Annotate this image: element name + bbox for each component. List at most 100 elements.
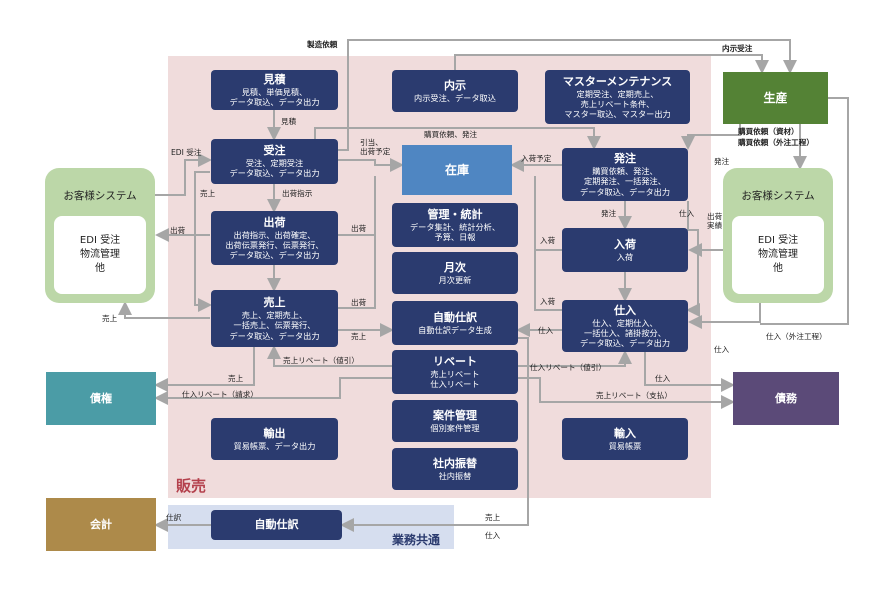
anken-box[interactable]: 案件管理 個別案件管理 bbox=[392, 400, 518, 442]
label-uriage-rebate-neb: 売上リベート（値引） bbox=[283, 356, 359, 365]
jidou-title: 自動仕訳 bbox=[433, 311, 477, 324]
kanri-desc: データ集計、統計分析、 予算、日報 bbox=[409, 221, 501, 242]
shukka-title: 出荷 bbox=[263, 215, 286, 229]
label-uriage-e: 売上 bbox=[228, 374, 244, 383]
getsuji-title: 月次 bbox=[444, 261, 466, 274]
label-uriage-c: 売上 bbox=[102, 314, 118, 323]
nyuka-title: 入荷 bbox=[614, 238, 636, 251]
shiire-box[interactable]: 仕入 仕入、定期仕入、 一括仕入、諸掛按分、 データ取込、データ出力 bbox=[562, 300, 688, 352]
shanai-box[interactable]: 社内振替 社内振替 bbox=[392, 448, 518, 490]
anken-title: 案件管理 bbox=[433, 409, 477, 422]
naiji-title: 内示 bbox=[444, 79, 466, 92]
label-seizou: 製造依頼 bbox=[307, 40, 338, 49]
saimu-box[interactable]: 債務 bbox=[733, 372, 839, 425]
label-hatchu-r: 発注 bbox=[714, 157, 730, 166]
master-desc: 定期受注、定期売上、 売上リベート条件、 マスター取込、マスター出力 bbox=[564, 88, 671, 120]
sales-region-label: 販売 bbox=[176, 477, 207, 495]
shukka-desc: 出荷指示、出荷確定、 出荷伝票発行、伝票発行、 データ取込、データ出力 bbox=[225, 229, 324, 261]
yushutsu-title: 輸出 bbox=[263, 427, 286, 440]
label-mitsumori-arrow: 見積 bbox=[281, 117, 297, 126]
label-kobai-hatchu: 購買依頼、発注 bbox=[424, 130, 478, 139]
jidou-desc: 自動仕訳データ生成 bbox=[418, 324, 492, 335]
naiji-box[interactable]: 内示 内示受注、データ取込 bbox=[392, 70, 518, 112]
uriage-title: 売上 bbox=[263, 296, 286, 310]
mitsumori-title: 見積 bbox=[263, 72, 286, 86]
jidou2-box[interactable]: 自動仕訳 bbox=[211, 510, 342, 540]
label-edi-juchu: EDI 受注 bbox=[171, 148, 202, 157]
seisan-title: 生産 bbox=[763, 90, 788, 105]
getsuji-box[interactable]: 月次 月次更新 bbox=[392, 252, 518, 294]
rebate-box[interactable]: リベート 売上リベート 仕入リベート bbox=[392, 350, 518, 394]
customer-system-right-body: EDI 受注 物流管理 他 bbox=[732, 216, 824, 294]
jidou-box[interactable]: 自動仕訳 自動仕訳データ生成 bbox=[392, 301, 518, 345]
customer-system-right-title: お客様システム bbox=[741, 190, 815, 202]
yunyu-title: 輸入 bbox=[614, 427, 636, 440]
rebate-title: リベート bbox=[433, 354, 477, 368]
label-kobai-shizai: 購買依頼（資材） bbox=[738, 127, 799, 136]
label-naiji-juchu: 内示受注 bbox=[722, 44, 753, 53]
juchu-title: 受注 bbox=[263, 144, 286, 158]
label-nyuka-b: 入荷 bbox=[540, 297, 556, 306]
shanai-desc: 社内振替 bbox=[438, 470, 472, 481]
label-shukka-a: 出荷 bbox=[170, 226, 186, 235]
customer-system-left-body: EDI 受注 物流管理 他 bbox=[54, 216, 146, 294]
kaikei-title: 会計 bbox=[90, 517, 112, 531]
yushutsu-desc: 貿易帳票、データ出力 bbox=[233, 440, 316, 451]
yushutsu-box[interactable]: 輸出 貿易帳票、データ出力 bbox=[211, 418, 338, 460]
zaiko-box[interactable]: 在庫 bbox=[402, 145, 512, 195]
label-shiire-a: 仕入 bbox=[679, 209, 695, 218]
jidou2-title: 自動仕訳 bbox=[254, 518, 299, 532]
label-shiire-rebate-neb: 仕入リベート（値引） bbox=[530, 363, 606, 372]
label-shiire-rebate-seikyu: 仕入リベート（請求） bbox=[182, 390, 258, 399]
nyuka-box[interactable]: 入荷 入荷 bbox=[562, 228, 688, 272]
customer-system-left[interactable]: お客様システム EDI 受注 物流管理 他 bbox=[45, 168, 155, 303]
yunyu-box[interactable]: 輸入 貿易帳票 bbox=[562, 418, 688, 460]
customer-system-right[interactable]: お客様システム EDI 受注 物流管理 他 bbox=[723, 168, 833, 303]
label-shiire-c: 仕入 bbox=[714, 345, 730, 354]
label-hikiate: 引当、 出荷予定 bbox=[360, 138, 391, 157]
getsuji-desc: 月次更新 bbox=[438, 274, 472, 285]
shiire-title: 仕入 bbox=[614, 303, 636, 317]
mitsumori-desc: 見積、単価見積、 データ取込、データ出力 bbox=[229, 86, 320, 107]
juchu-box[interactable]: 受注 受注、定期受注 データ取込、データ出力 bbox=[211, 139, 338, 184]
nyuka-desc: 入荷 bbox=[616, 251, 634, 262]
kanri-box[interactable]: 管理・統計 データ集計、統計分析、 予算、日報 bbox=[392, 203, 518, 247]
kanri-title: 管理・統計 bbox=[427, 207, 483, 221]
label-shukka-shiji: 出荷指示 bbox=[282, 189, 313, 198]
saiken-box[interactable]: 債権 bbox=[46, 372, 156, 425]
shanai-title: 社内振替 bbox=[433, 457, 477, 470]
hatchu-title: 発注 bbox=[614, 152, 636, 166]
seisan-box[interactable]: 生産 bbox=[723, 72, 828, 124]
label-shiire-b: 仕入 bbox=[538, 326, 554, 335]
kaikei-box[interactable]: 会計 bbox=[46, 498, 156, 551]
zaiko-title: 在庫 bbox=[444, 162, 469, 177]
label-nyuka-yotei: 入荷予定 bbox=[521, 154, 552, 163]
hatchu-desc: 購買依頼、発注、 定期発注、一括発注、 データ取込、データ出力 bbox=[579, 166, 671, 197]
saimu-title: 債務 bbox=[775, 391, 797, 405]
label-shukka-jisseki: 出荷 実績 bbox=[707, 212, 723, 231]
hatchu-box[interactable]: 発注 購買依頼、発注、 定期発注、一括発注、 データ取込、データ出力 bbox=[562, 148, 688, 201]
juchu-desc: 受注、定期受注 データ取込、データ出力 bbox=[229, 158, 320, 179]
label-kobai-gaichu: 購買依頼（外注工程） bbox=[738, 138, 814, 147]
master-title: マスターメンテナンス bbox=[562, 74, 673, 88]
anken-desc: 個別案件管理 bbox=[430, 422, 480, 433]
customer-system-left-title: お客様システム bbox=[63, 190, 137, 202]
uriage-box[interactable]: 売上 売上、定期売上、 一括売上、伝票発行、 データ取込、データ出力 bbox=[211, 290, 338, 347]
master-box[interactable]: マスターメンテナンス 定期受注、定期売上、 売上リベート条件、 マスター取込、マ… bbox=[545, 70, 690, 124]
label-shiire-d: 仕入 bbox=[655, 374, 671, 383]
label-shukka-c: 出荷 bbox=[351, 298, 367, 307]
label-uriage-common: 売上 bbox=[485, 513, 501, 522]
label-uriage-d: 売上 bbox=[351, 332, 367, 341]
naiji-desc: 内示受注、データ取込 bbox=[414, 92, 496, 103]
label-nyuka-a: 入荷 bbox=[540, 236, 556, 245]
label-uriage-l: 売上 bbox=[200, 189, 216, 198]
uriage-desc: 売上、定期売上、 一括売上、伝票発行、 データ取込、データ出力 bbox=[229, 310, 320, 341]
mitsumori-box[interactable]: 見積 見積、単価見積、 データ取込、データ出力 bbox=[211, 70, 338, 110]
common-region-label: 業務共通 bbox=[392, 533, 441, 547]
label-shiwake: 仕訳 bbox=[166, 513, 182, 522]
label-shiire-common: 仕入 bbox=[485, 531, 501, 540]
shukka-box[interactable]: 出荷 出荷指示、出荷確定、 出荷伝票発行、伝票発行、 データ取込、データ出力 bbox=[211, 211, 338, 265]
label-uriage-rebate-shiharai: 売上リベート（支払） bbox=[596, 391, 672, 400]
